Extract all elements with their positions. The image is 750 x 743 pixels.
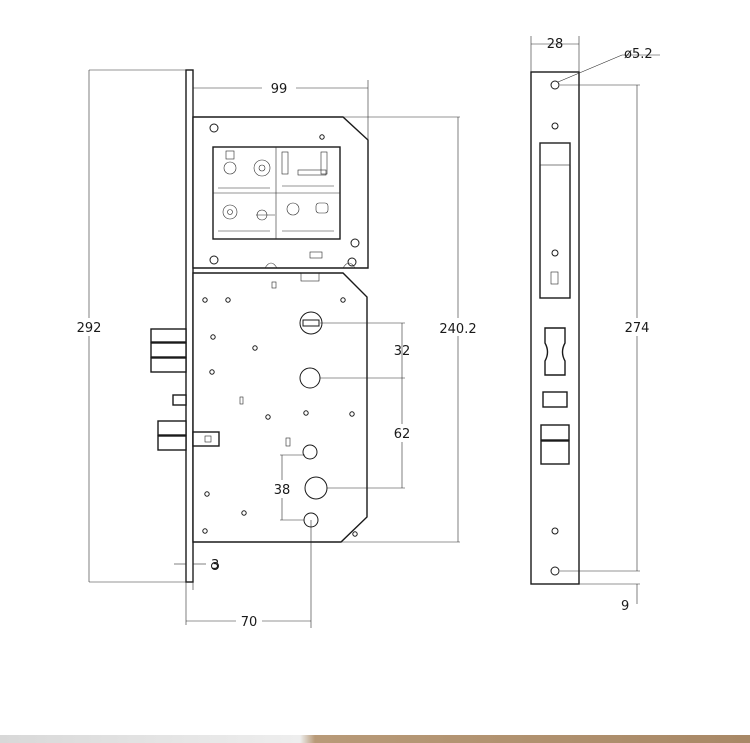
dim-faceplate-width: 28: [530, 36, 580, 72]
dim-case-height: 240.2: [341, 116, 480, 543]
dim-backset: 70: [186, 520, 312, 630]
dim-top-width: 99: [192, 78, 369, 140]
dim-cylinder-offset-label: 38: [274, 483, 291, 498]
dim-hole-diameter: ø5.2: [557, 47, 660, 83]
lock-body-side-view: 99 292 240.2 32: [70, 69, 480, 630]
dim-hole-spacing-label: 274: [625, 321, 650, 336]
case-screw-holes: [202, 297, 358, 570]
lower-cylinder-hole: [304, 476, 328, 500]
dim-upper-spacing: 32: [320, 322, 411, 379]
deadbolt-slot: [539, 142, 571, 299]
dim-mid-spacing: 62: [327, 378, 416, 489]
upper-cylinder-hole: [299, 367, 321, 389]
dim-cylinder-offset: 38: [270, 454, 305, 521]
dim-hole-diameter-label: ø5.2: [624, 47, 653, 62]
dim-upper-spacing-label: 32: [394, 344, 411, 359]
faceplate-front-view: 28 ø5.2 274 9: [530, 36, 660, 614]
dim-faceplate-thickness: 3: [174, 558, 219, 625]
dim-bottom-offset: 9: [579, 583, 640, 614]
photo-edge-strip: [0, 735, 750, 743]
lower-case-housing: [192, 272, 368, 543]
dim-backset-label: 70: [241, 615, 258, 630]
label-icons: [218, 150, 334, 232]
latch-opening: [544, 327, 566, 376]
dim-top-width-label: 99: [271, 82, 288, 97]
faceplate-strip: [185, 69, 194, 583]
dim-mid-spacing-label: 62: [394, 427, 411, 442]
dim-faceplate-width-label: 28: [547, 37, 564, 52]
latch-bolts: [150, 328, 220, 451]
dim-case-height-label: 240.2: [439, 322, 476, 337]
dim-faceplate-thickness-label: 3: [211, 558, 219, 573]
dim-total-height-label: 292: [77, 321, 102, 336]
dim-bottom-offset-label: 9: [621, 599, 629, 614]
dim-total-height: 292: [70, 69, 186, 583]
dim-hole-spacing: 274: [560, 84, 652, 572]
